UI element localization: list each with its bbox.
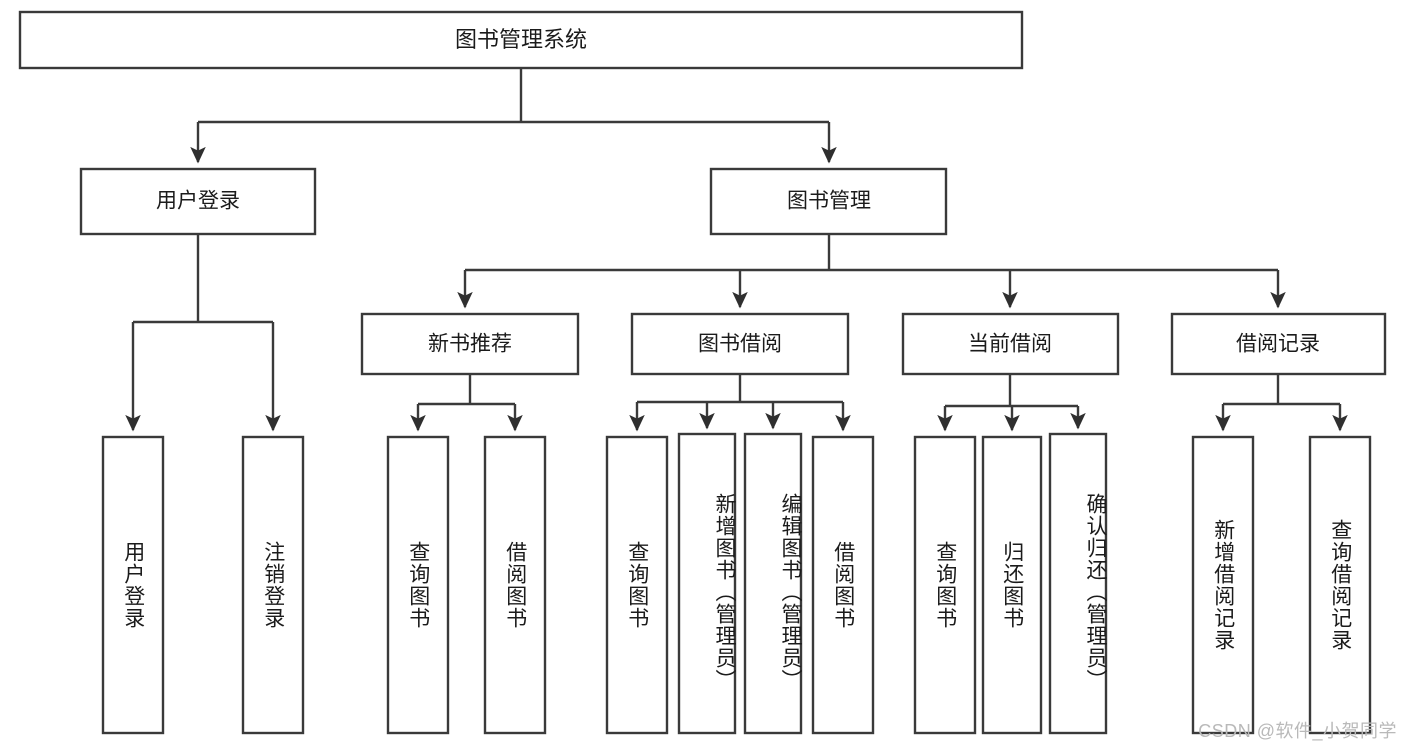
node-borrow-record-label: 借阅记录 [1236, 333, 1320, 356]
leaf-box-edit-book-admin[interactable] [743, 432, 803, 735]
node-layer: 图书管理系统 用户登录 图书管理 新书推荐 图书借阅 当前借阅 借阅记录 [18, 10, 1387, 735]
leaf-box-query-book-cb[interactable] [913, 435, 977, 735]
node-borrow-record-box[interactable] [1170, 312, 1387, 376]
node-user-login-label: 用户登录 [156, 190, 240, 213]
csdn-watermark: CSDN @软件_小贺同学 [1198, 721, 1397, 741]
node-book-borrow-box[interactable] [630, 312, 850, 376]
leaf-box-add-borrow-record[interactable] [1191, 435, 1255, 735]
node-current-borrow-label: 当前借阅 [968, 333, 1052, 356]
leaf-box-query-borrow-record[interactable] [1308, 435, 1372, 735]
node-root-label: 图书管理系统 [455, 27, 587, 52]
node-book-borrow-label: 图书借阅 [698, 333, 782, 356]
leaf-box-borrow-book-nb[interactable] [483, 435, 547, 735]
leaf-box-confirm-return-admin[interactable] [1048, 432, 1108, 735]
leaf-box-user-login[interactable] [101, 435, 165, 735]
leaf-box-add-book-admin[interactable] [677, 432, 737, 735]
node-new-book-recommend-label: 新书推荐 [428, 333, 512, 356]
node-root-box[interactable] [18, 10, 1024, 70]
leaf-box-borrow-book-bw[interactable] [811, 435, 875, 735]
leaf-box-query-book-bw[interactable] [605, 435, 669, 735]
node-current-borrow-box[interactable] [901, 312, 1120, 376]
node-new-book-recommend-box[interactable] [360, 312, 580, 376]
node-user-login-box[interactable] [79, 167, 317, 236]
leaf-box-query-book-nb[interactable] [386, 435, 450, 735]
node-book-management-label: 图书管理 [787, 190, 871, 213]
leaf-box-logout[interactable] [241, 435, 305, 735]
node-book-management-box[interactable] [709, 167, 948, 236]
leaf-box-return-book[interactable] [981, 435, 1043, 735]
connector-layer [125, 68, 1348, 432]
